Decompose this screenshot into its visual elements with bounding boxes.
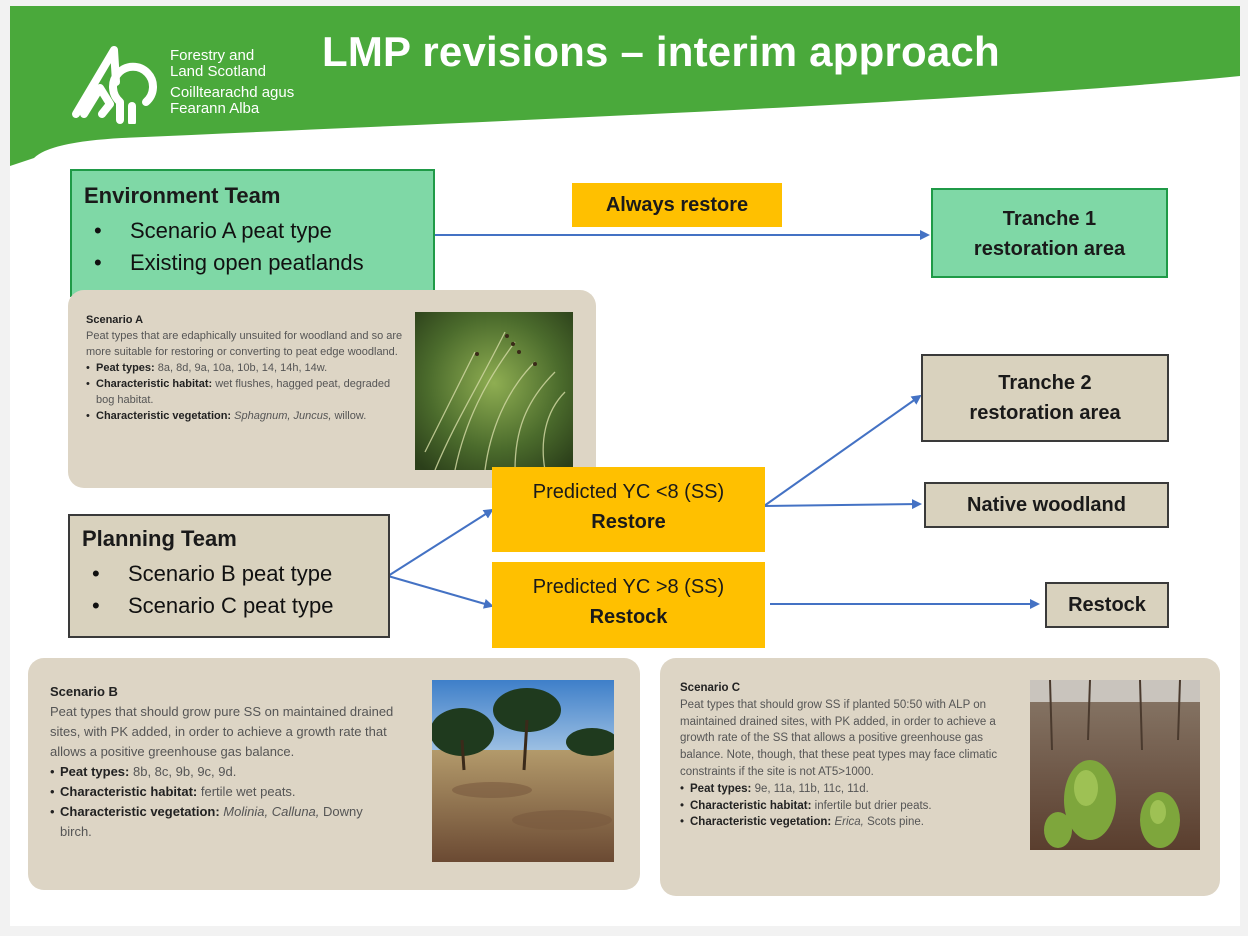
- scenario-a-panel: Scenario A Peat types that are edaphical…: [68, 290, 596, 488]
- scenario-b-habitat: Characteristic habitat: fertile wet peat…: [50, 782, 395, 802]
- restore-action: Restore: [591, 511, 666, 533]
- planning-team-bullet-2: Scenario C peat type: [82, 590, 388, 622]
- environment-team-box: Environment Team Scenario A peat type Ex…: [70, 169, 435, 297]
- scenario-c-habitat: Characteristic habitat: infertile but dr…: [680, 798, 1010, 815]
- page-title: LMP revisions – interim approach: [322, 28, 1000, 75]
- header-banner: [10, 6, 1240, 166]
- scenario-c-photo: [1030, 680, 1200, 850]
- environment-team-bullet-2: Existing open peatlands: [84, 247, 433, 279]
- restock-outcome-box: Restock: [1045, 582, 1169, 628]
- scenario-b-photo: [432, 680, 614, 862]
- environment-team-bullet-1: Scenario A peat type: [84, 215, 433, 247]
- forestry-logo-icon: [72, 46, 157, 124]
- restock-condition: Predicted YC >8 (SS): [532, 576, 725, 598]
- logo-text-line-1: Forestry and: [170, 47, 255, 64]
- scenario-c-title: Scenario C: [680, 682, 741, 694]
- arrow-planning-to-restore: [387, 508, 494, 577]
- tranche-2-line-2: restoration area: [969, 402, 1121, 424]
- tranche-1-box: Tranche 1 restoration area: [931, 188, 1168, 278]
- logo-text-line-3: Coilltearachd agus: [170, 84, 295, 101]
- scenario-c-description: Peat types that should grow SS if plante…: [680, 698, 998, 778]
- scenario-a-peat-types: Peat types: 8a, 8d, 9a, 10a, 10b, 14, 14…: [86, 360, 404, 376]
- tranche-1-line-2: restoration area: [973, 238, 1126, 260]
- native-woodland-box: Native woodland: [924, 482, 1169, 528]
- scenario-b-title: Scenario B: [50, 684, 118, 699]
- scenario-a-photo: [415, 312, 573, 470]
- planning-team-title: Planning Team: [82, 526, 237, 551]
- restore-condition: Predicted YC <8 (SS): [532, 481, 725, 503]
- flow-arrows: [387, 230, 1040, 609]
- scenario-b-description: Peat types that should grow pure SS on m…: [50, 704, 394, 759]
- scenario-c-vegetation: Characteristic vegetation: Erica, Scots …: [680, 814, 1010, 831]
- environment-team-title: Environment Team: [84, 183, 281, 208]
- scenario-c-peat-types: Peat types: 9e, 11a, 11b, 11c, 11d.: [680, 781, 1010, 798]
- scenario-b-vegetation: Characteristic vegetation: Molinia, Call…: [50, 802, 395, 842]
- restore-decision-box: Predicted YC <8 (SS) Restore: [492, 467, 765, 552]
- planning-team-bullet-1: Scenario B peat type: [82, 558, 388, 590]
- planning-team-box: Planning Team Scenario B peat type Scena…: [68, 514, 390, 638]
- tranche-1-line-1: Tranche 1: [1002, 208, 1097, 230]
- restock-decision-box: Predicted YC >8 (SS) Restock: [492, 562, 765, 648]
- scenario-a-vegetation: Characteristic vegetation: Sphagnum, Jun…: [86, 408, 404, 424]
- scenario-a-description: Peat types that are edaphically unsuited…: [86, 330, 403, 358]
- scenario-a-title: Scenario A: [86, 314, 144, 326]
- logo-text-line-4: Fearann Alba: [170, 100, 260, 117]
- always-restore-label: Always restore: [572, 183, 782, 227]
- slide: Forestry and Land Scotland Coilltearachd…: [10, 6, 1240, 926]
- scenario-b-peat-types: Peat types: 8b, 8c, 9b, 9c, 9d.: [50, 762, 395, 782]
- arrow-restore-to-tranche2: [763, 394, 922, 507]
- tranche-2-line-1: Tranche 2: [998, 372, 1092, 394]
- scenario-a-habitat: Characteristic habitat: wet flushes, hag…: [86, 376, 404, 408]
- tranche-2-box: Tranche 2 restoration area: [921, 354, 1169, 442]
- scenario-b-panel: Scenario B Peat types that should grow p…: [28, 658, 640, 890]
- arrow-restore-to-native: [763, 499, 922, 510]
- arrow-planning-to-restock: [387, 575, 494, 609]
- restock-action: Restock: [589, 606, 668, 628]
- logo-text-line-2: Land Scotland: [170, 63, 266, 80]
- scenario-c-panel: Scenario C Peat types that should grow S…: [660, 658, 1220, 896]
